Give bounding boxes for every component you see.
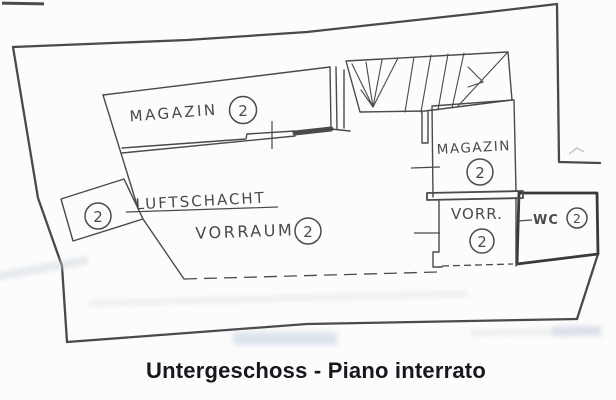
magazin-right-door-jamb [421,111,429,144]
label-wc: WC [533,213,559,228]
wc-label-leader [517,219,533,222]
unit-number-vorraum: 2 [303,223,313,241]
label-luftschacht: LUFTSCHACHT [135,189,266,214]
label-magazin-right: MAGAZIN [436,138,511,158]
unit-number-luftschacht: 2 [93,208,103,226]
label-magazin-left: MAGAZIN [129,101,218,126]
inner-walls [60,51,524,280]
unit-badge-circle-wc [566,207,588,229]
tread-line [437,53,449,111]
luftschacht-outline [60,178,144,242]
magazin-left-bottom-wall-inner [121,135,296,154]
floor-caption: Untergeschoss - Piano interrato [146,358,486,383]
wc-outline [515,191,600,266]
tick-magazin-right-door [410,166,441,169]
vorraum-lower-diagonal-wall [142,218,185,280]
outer-wall-top [11,2,559,49]
tread-line [372,59,383,108]
magazin-left-bottom-wall-outer [121,130,296,149]
stairs-outline [345,51,513,113]
dimension-ticks [125,121,585,234]
outer-wall-left [11,45,69,344]
magazin-left-right-stub [329,66,351,132]
magazin-left-top-wall [102,66,331,96]
outer-wall-right [555,2,602,165]
dashed-walls [183,263,514,280]
outer-boundary [11,2,602,344]
magazin-left-diagonal-wall [102,94,138,206]
unit-number-magazin-right: 2 [475,164,485,182]
pencil-mark [568,147,585,155]
room-wc-walls [515,191,600,266]
unit-number-vorr: 2 [477,233,487,251]
tread-line [372,57,399,108]
unit-number-magazin-left: 2 [238,102,248,120]
label-vorr: VORR. [451,205,503,223]
unit-badge-circle-luftschacht [84,202,112,230]
unit-badge-circle-vorraum [294,217,322,245]
tread-line [451,52,465,109]
stair-direction-arrowhead [467,66,485,88]
tread-line [420,54,432,113]
outer-wall-bottom-right [575,252,600,321]
unit-badge-circle-magazin-right [466,158,494,186]
outer-wall-bottom [65,317,579,344]
tread-line [351,63,374,108]
stair-landing-line [360,89,374,108]
room-labels: MAGAZIN 2 MAGAZIN 2 LUFTSCHACHT 2 VORRAU… [93,101,581,251]
tread-line [365,61,374,108]
vorraum-bottom-dashed-wall [183,271,439,280]
magazin-left-bottom-wall-thick [292,126,334,136]
unit-badge-circle-magazin-left [228,95,258,125]
vorr-top-wall-outer [426,190,524,201]
unit-badges [84,95,588,254]
vorr-bottom-dashed-wall [441,263,514,267]
tread-line [404,56,415,113]
luftschacht-underline [125,206,279,213]
vorr-left-wall [432,200,443,268]
unit-number-wc: 2 [573,211,581,226]
stair-treads [351,52,508,113]
label-vorraum: VORRAUM [195,220,294,242]
stair-direction-line [457,52,508,107]
unit-badge-circle-vorr [469,228,495,254]
